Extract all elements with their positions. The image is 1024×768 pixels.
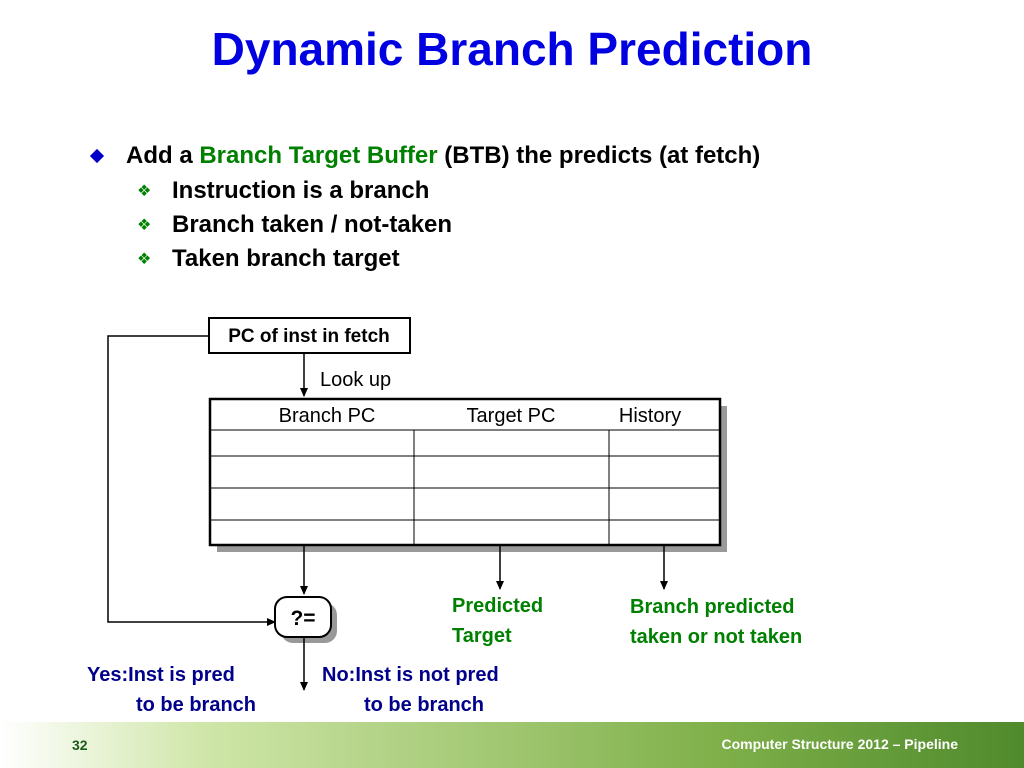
sub-bullet-icon: ❖: [137, 217, 152, 234]
header-target-pc: Target PC: [467, 405, 556, 427]
sub-bullet-item: Instruction is a branch: [172, 177, 430, 204]
sub-bullet-icon: ❖: [137, 251, 152, 268]
sub-bullet-item: Taken branch target: [172, 245, 400, 272]
yes-line2: to be branch: [136, 694, 256, 716]
btb-table: [208, 397, 722, 547]
bullet-prefix: Add a: [126, 142, 200, 169]
no-line2: to be branch: [364, 694, 484, 716]
lookup-label: Look up: [320, 369, 391, 391]
header-history: History: [619, 405, 681, 427]
branch-predicted-line2: taken or not taken: [630, 626, 802, 648]
no-line1: No:Inst is not pred: [322, 664, 499, 686]
yes-line1: Yes:Inst is pred: [87, 664, 235, 686]
page-number: 32: [72, 737, 88, 753]
pc-box-label: PC of inst in fetch: [228, 326, 390, 347]
predicted-target-line2: Target: [452, 625, 512, 647]
predicted-target-line1: Predicted: [452, 595, 543, 617]
pc-box: [208, 317, 411, 354]
bullet-suffix: (BTB) the predicts (at fetch): [437, 142, 761, 169]
header-branch-pc: Branch PC: [279, 405, 376, 427]
compare-label: ?=: [290, 607, 315, 630]
bullet-main: Add a Branch Target Buffer (BTB) the pre…: [126, 142, 760, 170]
footer-text: Computer Structure 2012 – Pipeline: [721, 736, 958, 752]
bullet-highlight: Branch Target Buffer: [199, 142, 438, 169]
slide-title: Dynamic Branch Prediction: [211, 23, 813, 75]
footer-bar: 32 Computer Structure 2012 – Pipeline: [0, 722, 1024, 768]
branch-predicted-line1: Branch predicted: [630, 596, 794, 618]
sub-bullet-icon: ❖: [137, 183, 152, 200]
sub-bullet-item: Branch taken / not-taken: [172, 211, 453, 238]
pc-feedback-arrow: [107, 335, 276, 626]
compare-box: [274, 596, 332, 638]
